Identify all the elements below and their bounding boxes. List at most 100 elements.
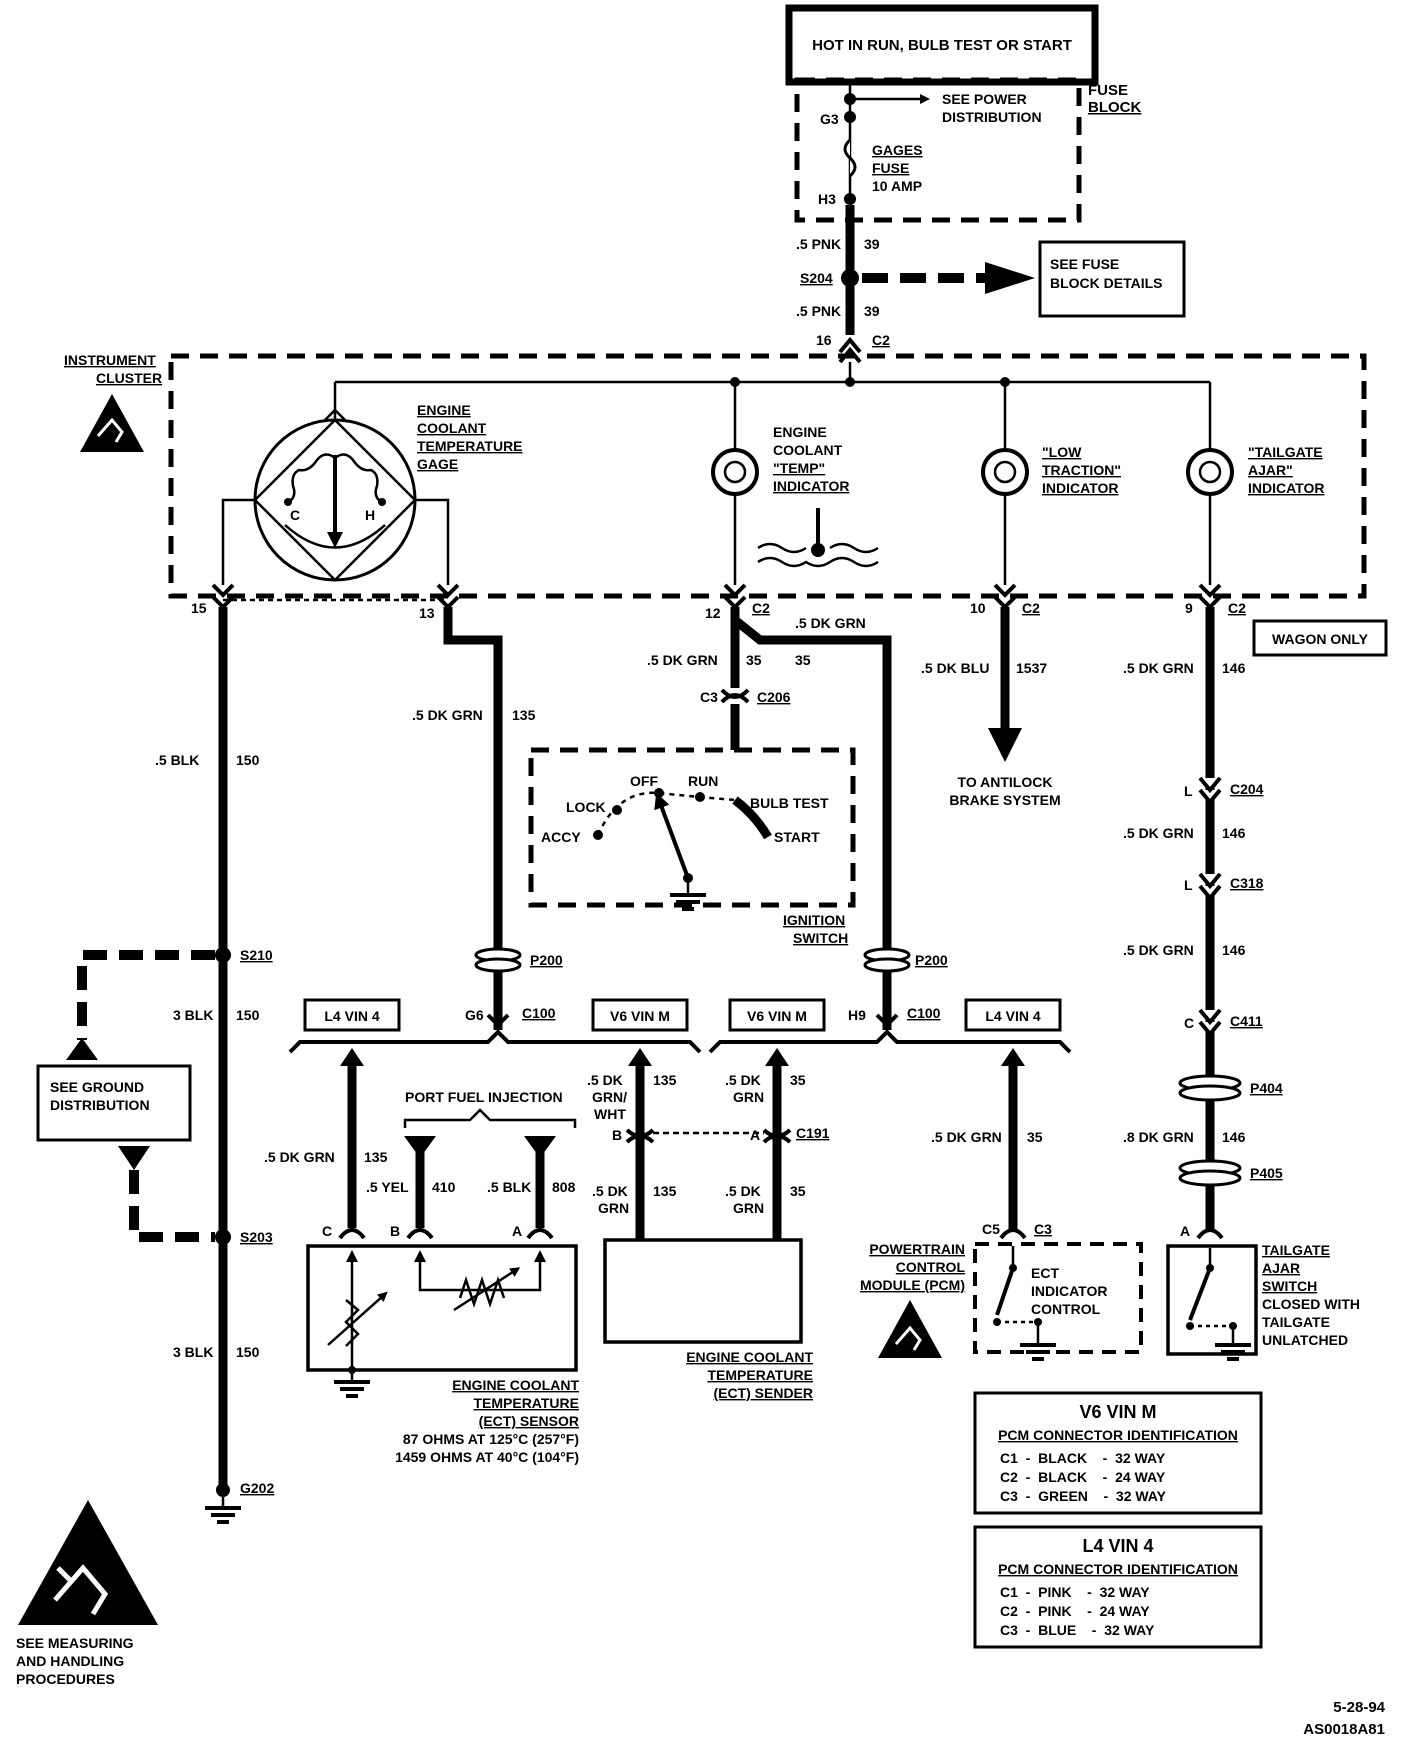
ign-lock-contact	[612, 805, 622, 815]
g202-label: G202	[240, 1480, 274, 1496]
s204-arrow	[985, 262, 1035, 294]
pin9-c2: C2	[1228, 600, 1246, 616]
sender-w1-num: 135	[653, 1072, 677, 1088]
sender-label-2: TEMPERATURE	[707, 1367, 813, 1383]
pcm-wire-label: .5 DK GRN	[931, 1129, 1002, 1145]
tailgate-sw-label-3: SWITCH	[1262, 1278, 1317, 1294]
tailgate-sw-label-4: CLOSED WITH	[1262, 1296, 1360, 1312]
see-fuse-1: SEE FUSE	[1050, 256, 1119, 272]
c2-top-connector	[838, 336, 862, 354]
ign-accy-contact	[593, 830, 603, 840]
sender-w4-2: GRN	[733, 1200, 764, 1216]
esd-text-3: PROCEDURES	[16, 1671, 115, 1687]
sender-w1-2: GRN/	[592, 1089, 627, 1105]
ground-symbol-g202-icon	[205, 1495, 241, 1524]
low-traction-label-1: "LOW	[1042, 444, 1082, 460]
see-ground-box	[36, 1064, 192, 1142]
esd-hand-icon	[53, 1564, 109, 1616]
c204-l: L	[1184, 783, 1193, 799]
pcm-ground-icon	[1020, 1322, 1056, 1361]
esd-hand-icon-small	[96, 417, 124, 443]
sensor-a-arrow	[534, 1250, 546, 1262]
see-power-1: SEE POWER	[942, 91, 1027, 107]
sensor-pin-b: B	[390, 1223, 400, 1239]
sensor-resistor-icon	[458, 1276, 506, 1308]
sender-w3-num: 135	[653, 1183, 677, 1199]
s203-label: S203	[240, 1229, 273, 1245]
gage-c: C	[290, 507, 300, 523]
p405-label: P405	[1250, 1165, 1283, 1181]
grn146a-num: 146	[1222, 660, 1246, 676]
g202-terminal	[216, 1483, 230, 1497]
grn35a-num: 35	[746, 652, 762, 668]
ign-start: START	[774, 829, 820, 845]
blk808-label: .5 BLK	[487, 1179, 531, 1195]
sensor-label-1: ENGINE COOLANT	[452, 1377, 579, 1393]
tailgate-switch-arm	[1188, 1267, 1212, 1321]
tailgate-sw-label-5: TAILGATE	[1262, 1314, 1330, 1330]
temp-bulb-filament	[723, 460, 747, 484]
c100a-connector	[486, 1013, 510, 1028]
abs-arrow	[988, 728, 1022, 762]
ign-label-2: SWITCH	[793, 930, 848, 946]
sender-w2-num: 35	[790, 1072, 806, 1088]
gage-lead-left	[221, 498, 255, 585]
temp-ind-label-1: ENGINE	[773, 424, 827, 440]
bus-junction-1	[845, 377, 855, 387]
l4vin4a-box	[303, 998, 401, 1032]
grn146d-num: 146	[1222, 1129, 1246, 1145]
pcm-c3: C3	[1034, 1221, 1052, 1237]
p200b-label: P200	[915, 952, 948, 968]
gage-label-1: ENGINE	[417, 402, 471, 418]
s210-label: S210	[240, 947, 273, 963]
tailgate-ind-label-2: AJAR"	[1248, 462, 1293, 478]
sender-w3-1: .5 DK	[592, 1183, 628, 1199]
gage-label-3: TEMPERATURE	[417, 438, 523, 454]
sensor-pin-c: C	[322, 1223, 332, 1239]
pcm-label-2: CONTROL	[896, 1259, 966, 1275]
sensor-ground-node	[348, 1366, 356, 1374]
g6-label: G6	[465, 1007, 484, 1023]
low-traction-label-3: INDICATOR	[1042, 480, 1118, 496]
sender-wire-135-arrow	[628, 1048, 652, 1066]
v6vinmb: V6 VIN M	[747, 1008, 807, 1024]
v6-row-1: C1 - BLACK - 32 WAY	[1000, 1450, 1166, 1466]
ign-lock: LOCK	[566, 799, 606, 815]
pin12-c2: C2	[752, 600, 770, 616]
cluster-label-1: INSTRUMENT	[64, 352, 156, 368]
blk808-num: 808	[552, 1179, 576, 1195]
pin10-label: 10	[970, 600, 986, 616]
fuse-block-outline	[794, 77, 1082, 223]
temp-ind-label-2: COOLANT	[773, 442, 843, 458]
v6-title: V6 VIN M	[1079, 1402, 1156, 1422]
tailgate-ind-label-3: INDICATOR	[1248, 480, 1324, 496]
tailgate-sw-label-2: AJAR	[1262, 1260, 1300, 1276]
c206-connector	[720, 688, 750, 704]
gage-label-2: COOLANT	[417, 420, 487, 436]
pnk-bot-label: .5 PNK	[796, 303, 841, 319]
tailgate-bulb-filament	[1198, 460, 1222, 484]
pcm-label-1: POWERTRAIN	[869, 1241, 965, 1257]
ect-sender-box	[603, 1238, 803, 1344]
ign-start-contact	[732, 796, 772, 840]
l4vin4b-box	[964, 998, 1062, 1032]
sender-w3-2: GRN	[598, 1200, 629, 1216]
c318-l: L	[1184, 877, 1193, 893]
l4-row-2: C2 - PINK - 24 WAY	[1000, 1603, 1150, 1619]
l4-table	[973, 1525, 1263, 1649]
temp-ind-label-4: INDICATOR	[773, 478, 849, 494]
abs-label-1: TO ANTILOCK	[958, 774, 1053, 790]
grn146b-label: .5 DK GRN	[1123, 825, 1194, 841]
pcm-c5: C5	[982, 1221, 1000, 1237]
ign-arc	[596, 791, 736, 836]
blk3b-num: 150	[236, 1344, 260, 1360]
sensor-thermistor-icon	[344, 1299, 360, 1347]
l4-title: L4 VIN 4	[1082, 1536, 1153, 1556]
grn135-num: 135	[512, 707, 536, 723]
c204-connector	[1198, 776, 1222, 806]
grn35-top: .5 DK GRN	[795, 615, 866, 631]
c411-connector	[1198, 1008, 1222, 1038]
tailgate-sw-label-6: UNLATCHED	[1262, 1332, 1348, 1348]
esd-warning-icon	[18, 1500, 158, 1625]
